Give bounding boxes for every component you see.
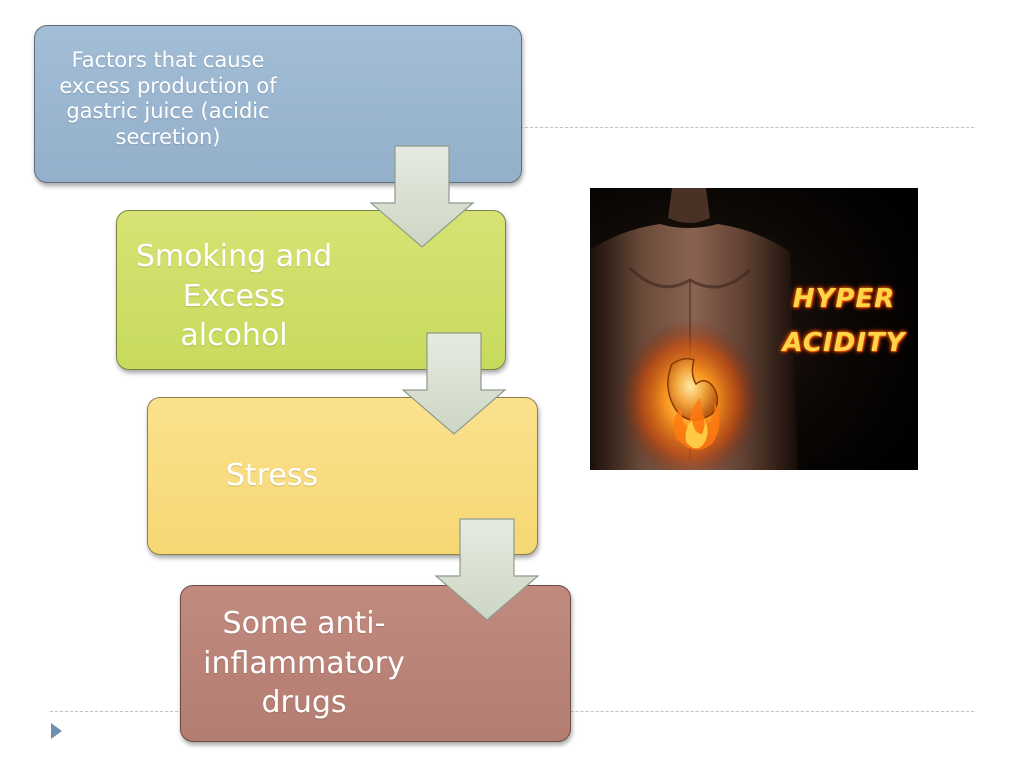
header-line: Factors that cause <box>71 48 265 72</box>
factor-line: inflammatory <box>203 645 405 681</box>
factor-box-text: Smoking and Excess alcohol <box>121 237 347 356</box>
factor-line: Excess <box>182 278 286 314</box>
factor-box-text: Stress <box>182 458 362 495</box>
header-box-text: Factors that cause excess production of … <box>35 48 301 150</box>
factor-line: alcohol <box>180 318 288 354</box>
acidity-text: ACIDITY <box>782 328 906 358</box>
header-line: excess production of <box>59 73 277 98</box>
factor-line: Stress <box>225 458 319 493</box>
torso-stomach-fire-image <box>590 188 918 470</box>
down-arrow-icon <box>369 145 475 248</box>
bullet-triangle-icon <box>51 723 62 739</box>
factor-box-anti-inflammatory-drugs: Some anti- inflammatory drugs <box>180 585 571 742</box>
factor-line: Some anti- <box>222 606 386 641</box>
dashed-guide-line-top <box>520 127 974 128</box>
hyper-text: HYPER <box>792 284 896 314</box>
down-arrow-icon <box>401 332 507 435</box>
factor-line: Smoking and <box>135 239 333 274</box>
factor-box-text: Some anti- inflammatory drugs <box>187 604 421 723</box>
header-line: secretion) <box>115 124 221 149</box>
factor-line: drugs <box>261 685 347 721</box>
down-arrow-icon <box>434 518 540 621</box>
hyper-acidity-image: HYPER ACIDITY <box>590 188 918 470</box>
header-line: gastric juice (acidic <box>66 99 270 124</box>
